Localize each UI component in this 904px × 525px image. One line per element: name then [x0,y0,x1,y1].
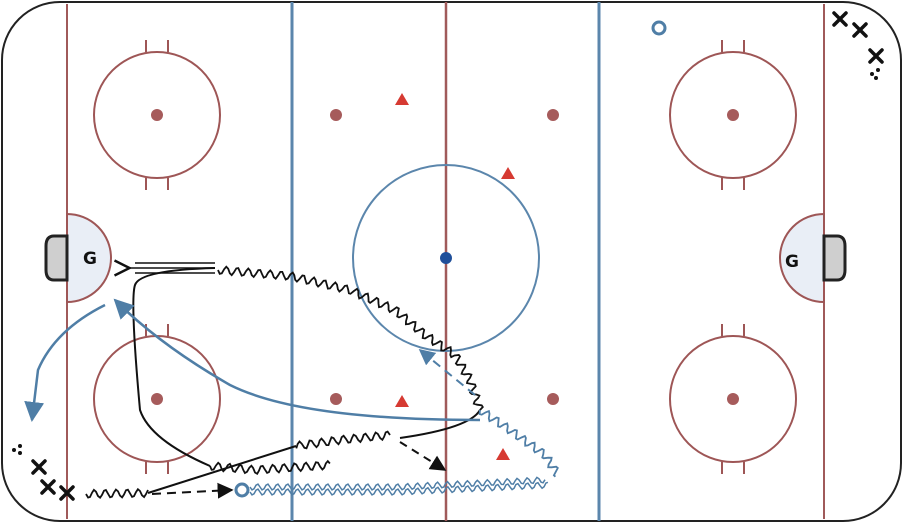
center-faceoff-circle [352,164,540,352]
crease-left [66,212,112,304]
cone-3 [395,395,409,407]
center-faceoff-dot [440,252,452,264]
net-right [822,234,847,282]
skate-path-lower-mid [295,430,391,450]
puck-pile-top-right [870,68,880,80]
faceoff-circle-right-bottom [669,324,797,474]
neutral-dot-left-top [330,109,342,121]
cone-4 [496,448,510,460]
goalie-right-label: G [785,252,799,272]
puck-pile-bottom-left [12,444,22,455]
loop-back-line [132,267,216,467]
faceoff-circle-right-top [669,40,797,190]
carry-line-1 [399,409,481,439]
faceoff-circle-left-top [93,40,221,190]
blue-skate-wavy-right [478,409,559,478]
skate-path-bottom-left [209,459,331,476]
blue-skate-wavy-bottom-2 [249,481,549,496]
blue-skate-corner [24,303,106,422]
forward-group-bottom-left [31,459,75,501]
goalie-left-label: G [83,249,97,269]
neutral-dot-right-top [547,109,559,121]
coach-marker-top [651,20,667,36]
coach-marker-bottom [234,482,250,498]
skate-path-start [85,487,149,500]
pass-arrow-to-coach [151,482,234,499]
cone-1 [395,93,409,105]
neutral-dot-left-bottom [330,393,342,405]
drill-paths [24,263,559,500]
blue-skate-to-net [113,298,481,422]
crease-right [779,212,825,304]
cone-2 [501,167,515,179]
forward-group-top-right [832,11,884,64]
skate-path-upper [217,265,484,411]
neutral-dot-right-bottom [547,393,559,405]
pass-arrow-down [399,441,447,471]
net-left [44,234,69,282]
blue-skate-wavy-bottom-1 [249,476,546,491]
blue-pass-arrow [418,348,476,396]
